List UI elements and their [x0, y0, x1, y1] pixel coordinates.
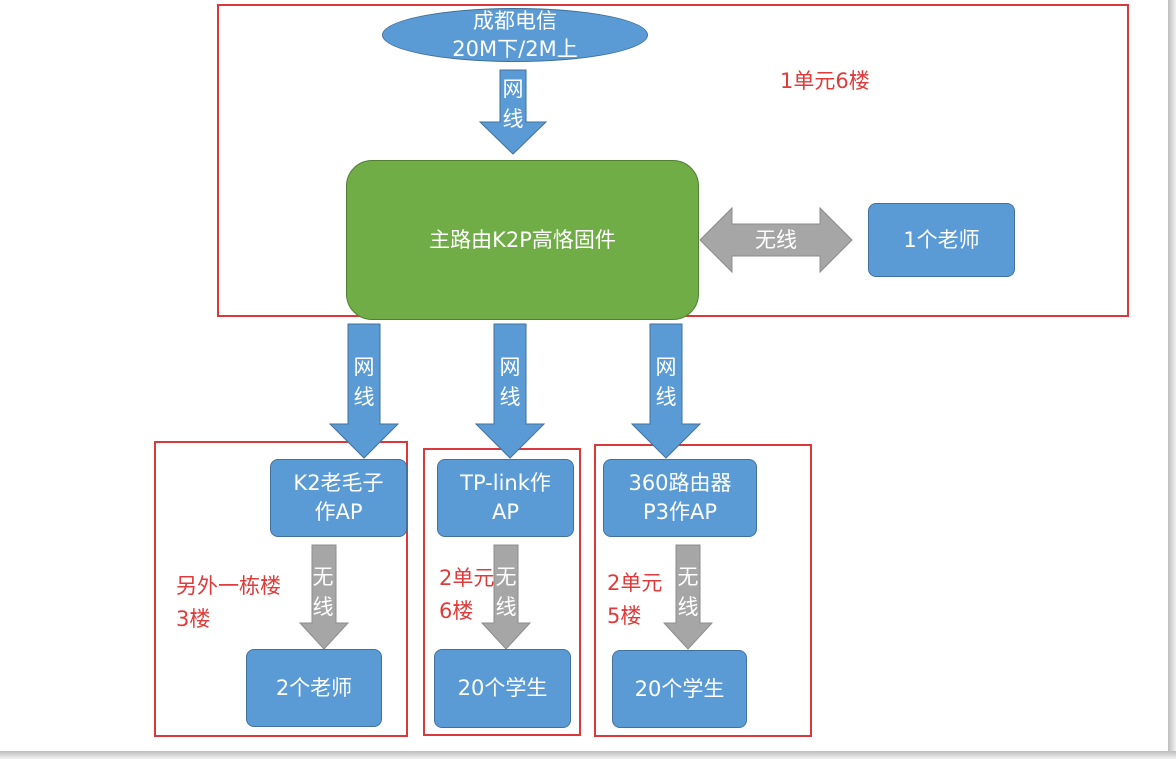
students-node-b: 20个学生: [612, 650, 747, 728]
wireless-label-tplink: 无 线: [495, 565, 517, 619]
zone-note-unit2-floor5: 2单元 5楼: [607, 571, 663, 628]
wireless-label-k2: 无 线: [312, 565, 334, 619]
wired-arrow-router-to-tplink: [474, 323, 546, 459]
zone-note-other-building: 另外一栋楼 3楼: [176, 574, 281, 631]
wired-label-tplink: 网 线: [499, 355, 521, 409]
zone-unit2-floor5: [594, 444, 812, 737]
wired-arrow-router-to-360: [630, 323, 702, 459]
zone-other-building: [154, 441, 408, 737]
wired-arrow-isp-to-router: [478, 69, 548, 155]
teachers-two-node: 2个老师: [246, 649, 382, 727]
wired-label-360: 网 线: [655, 355, 677, 409]
k2-ap-node: K2老毛子 作AP: [270, 459, 407, 537]
teacher-one-node: 1个老师: [868, 203, 1015, 277]
wireless-label-horizontal: 无线: [755, 228, 797, 252]
wired-arrow-router-to-k2: [328, 323, 400, 459]
wireless-arrow-k2-to-teachers: [298, 544, 350, 650]
wired-label-k2: 网 线: [353, 355, 375, 409]
main-router-node: 主路由K2P高恪固件: [346, 160, 699, 320]
students-node-a: 20个学生: [434, 649, 571, 728]
wireless-label-360: 无 线: [677, 565, 699, 619]
wireless-arrow-router-to-teacher: [699, 206, 853, 274]
wireless-arrow-tplink-to-students: [480, 544, 532, 650]
isp-node: 成都电信 20M下/2M上: [382, 8, 648, 62]
page-shadow-right: [1168, 0, 1176, 759]
router-360-ap-node: 360路由器 P3作AP: [603, 459, 757, 537]
wired-label-isp: 网 线: [502, 77, 524, 131]
wireless-arrow-360-to-students: [662, 544, 714, 650]
zone-note-unit2-floor6: 2单元 6楼: [439, 566, 495, 623]
tplink-ap-node: TP-link作 AP: [437, 459, 574, 537]
zone-note-unit1-floor6: 1单元6楼: [780, 69, 870, 93]
page-shadow-bottom: [0, 751, 1176, 759]
